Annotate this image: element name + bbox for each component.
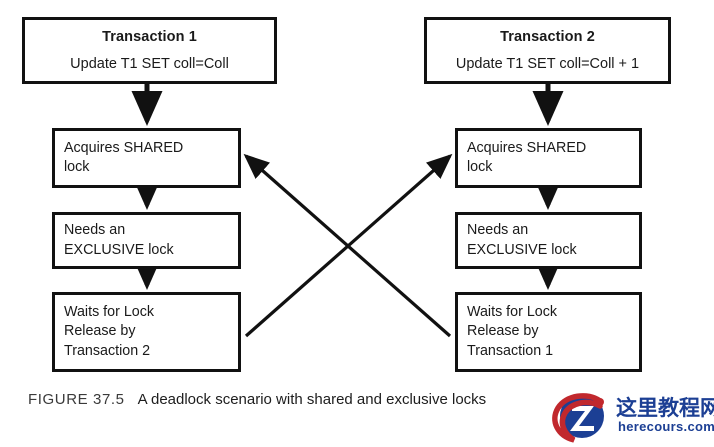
step-line: lock [64,159,90,175]
step-line: Needs an [467,222,529,239]
step-line: Transaction 1 [467,342,554,359]
watermark: 这里教程网 herecours.com [548,388,714,447]
transaction-1-sql: Update T1 SET coll=Coll [70,56,229,72]
step-line: Waits for Lock [467,304,558,321]
transaction-1-title: Transaction 1 [102,28,197,45]
step-line: EXCLUSIVE lock [64,241,174,258]
transaction-2-waits-for-lock-box: Waits for Lock Release by Transaction 1 [455,292,642,372]
transaction-2-title: Transaction 2 [500,28,595,45]
step-line: Acquires SHARED [467,139,587,156]
edge-t2-waits-to-t1-shared [243,153,452,338]
figure-label: FIGURE 37.5 [28,391,125,408]
transaction-2-sql: Update T1 SET coll=Coll + 1 [455,56,640,72]
step-line: Acquires SHARED [64,139,184,156]
step-line: Needs an [64,222,126,239]
step-line: Release by [64,323,136,340]
step-line: EXCLUSIVE lock [467,241,577,258]
transaction-1-needs-exclusive-box: Needs an EXCLUSIVE lock [52,212,241,269]
transaction-1-acquires-shared-box: Acquires SHARED lock [52,128,241,188]
transaction-2-acquires-shared-box: Acquires SHARED lock [455,128,642,188]
transaction-1-waits-for-lock-box: Waits for Lock Release by Transaction 2 [52,292,241,372]
step-line: Waits for Lock [64,304,155,321]
watermark-site-name: 这里教程网 [616,397,714,420]
step-line: Transaction 2 [64,342,151,359]
step-line: lock [467,159,493,175]
figure-caption: FIGURE 37.5 A deadlock scenario with shar… [28,391,486,408]
figure-caption-text: A deadlock scenario with shared and excl… [137,391,487,408]
transaction-1-header-box: Transaction 1 Update T1 SET coll=Coll [22,17,277,84]
transaction-2-header-box: Transaction 2 Update T1 SET coll=Coll + … [424,17,671,84]
step-line: Release by [467,323,539,340]
watermark-site-url: herecours.com [618,419,714,434]
transaction-2-needs-exclusive-box: Needs an EXCLUSIVE lock [455,212,642,269]
watermark-logo-icon [552,393,604,443]
